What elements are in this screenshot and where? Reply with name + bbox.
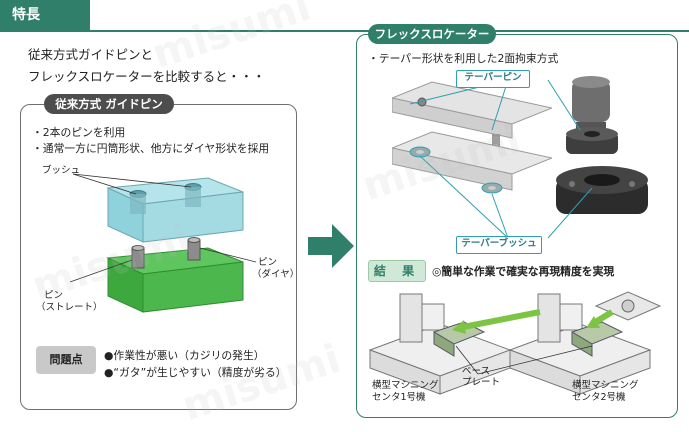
label-pin-straight: ピン — [44, 290, 64, 301]
label-machine-2: 横型マシニング — [572, 380, 639, 391]
problem-2: ●“ガタ”が生じやすい（精度が劣る） — [104, 366, 287, 379]
problem-1: ●作業性が悪い（カジリの発生） — [104, 349, 265, 362]
flex-locator-panel-title: フレックスロケーター — [368, 24, 496, 44]
label-base-plate-sub: プレート — [462, 377, 501, 388]
flex-locator-bullet: ・テーパー形状を利用した2面拘束方式 — [368, 52, 559, 65]
result-text: ◎簡単な作業で確実な再現精度を実現 — [432, 265, 615, 278]
conventional-bullet-2: ・通常一方に円筒形状、他方にダイヤ形状を採用 — [32, 142, 270, 155]
guide-pin-illustration — [69, 173, 257, 313]
label-pin-straight-sub: （ストレート） — [36, 302, 103, 313]
intro-line-1: 従来方式ガイドピンと — [28, 47, 154, 62]
title-underline — [0, 30, 689, 32]
section-title: 特長 — [0, 0, 90, 30]
machining-center-illustration — [368, 291, 662, 395]
callout-taper-bush: テーパーブッシュ — [456, 236, 542, 254]
problem-badge: 問題点 — [36, 346, 96, 374]
callout-taper-pin: テーパーピン — [456, 70, 530, 88]
comparison-arrow-icon — [308, 224, 354, 268]
label-machine-2-sub: センタ2号機 — [572, 392, 626, 403]
label-machine-1-sub: センタ1号機 — [372, 392, 426, 403]
label-bush: ブッシュ — [42, 165, 81, 176]
conventional-bullet-1: ・2本のピンを利用 — [32, 126, 126, 139]
label-machine-1: 横型マシニング — [372, 380, 439, 391]
label-base-plate: ベース — [462, 366, 491, 377]
label-pin-diamond: ピン — [258, 257, 278, 268]
conventional-panel-title: 従来方式 ガイドピン — [44, 94, 174, 114]
intro-line-2: フレックスロケーターを比較すると・・・ — [28, 69, 266, 84]
label-pin-diamond-sub: （ダイヤ） — [252, 269, 300, 280]
result-badge: 結 果 — [368, 260, 426, 282]
flex-locator-product-image — [556, 76, 648, 214]
